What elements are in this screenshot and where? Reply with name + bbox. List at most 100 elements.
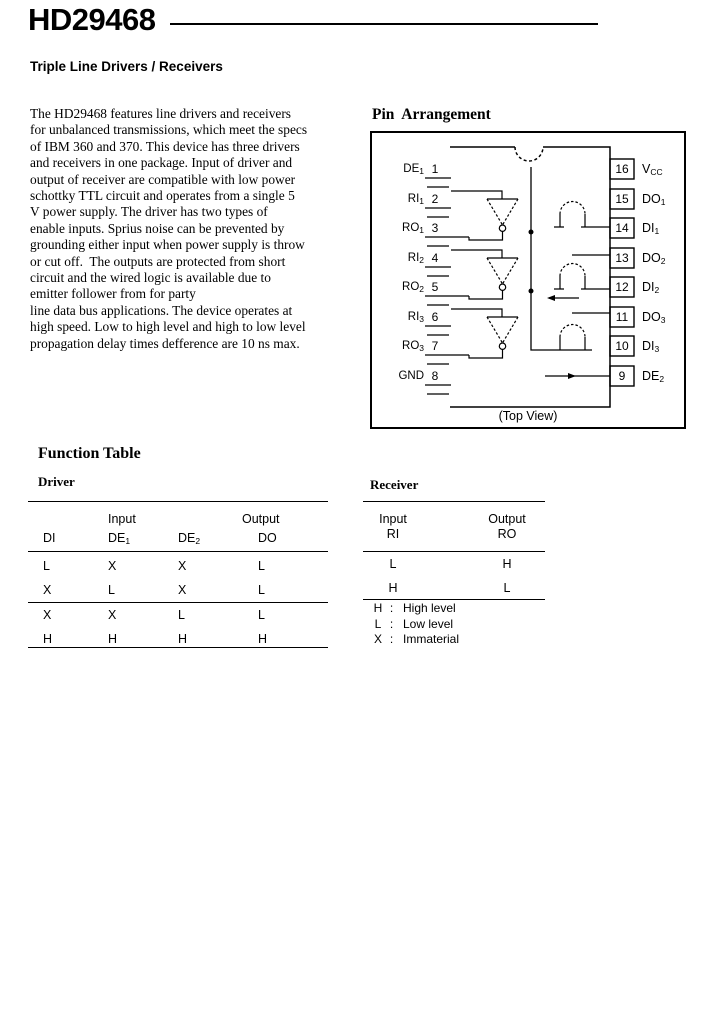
table-rule [363,599,545,600]
table-rule [28,551,328,552]
receiver-table-heading: Receiver [370,477,419,492]
legend-text: High level [403,601,456,615]
driver-group-header: Input Output [28,502,328,530]
input-group-label: Input [379,512,407,526]
input-group-label: Input [108,512,136,526]
right-pin-13: 13 DO2 [610,250,665,266]
table-cell: L [258,583,265,597]
output-group-label: Output [488,512,526,526]
pin-number: 3 [431,221,439,235]
table-cell: X [108,608,117,622]
pin-diagram: DE1 1 RI1 2 RO1 3 RI2 4 RO2 5 RI3 6 RO3 … [370,131,686,429]
driver-gate-2 [554,262,610,290]
table-cell: H [502,557,512,571]
legend-colon: : [389,616,394,631]
table-cell: L [503,581,511,595]
table-cell: X [43,608,52,622]
column-header: DE1 [108,531,131,546]
description-paragraph: The HD29468 features line drivers and re… [30,106,308,351]
table-row: H L [363,576,545,599]
receiver-header: Input Output RI RO [363,502,545,551]
pin-number: 9 [618,369,626,383]
right-pin-11: 11 DO3 [610,309,666,325]
junction-dot [528,288,534,294]
table-row: L X X L [28,552,328,577]
right-pin-15: 15 DO1 [610,191,665,207]
table-cell: H [258,632,268,646]
pin-number: 7 [431,339,439,353]
enable-arrow-left [547,295,579,301]
table-rule [28,647,328,648]
table-cell: L [178,608,185,622]
table-cell: H [43,632,53,646]
title-rule [170,23,598,25]
legend-symbol: H [373,601,383,615]
left-pin-8: GND 8 [384,368,446,384]
output-group-label: Output [242,512,280,526]
legend-row: H : High level [363,601,459,617]
table-cell: L [258,559,265,573]
center-bus [530,167,592,351]
legend-colon: : [389,601,394,615]
table-cell: L [43,559,50,573]
pin-arrangement-heading: Pin Arrangement [372,106,491,123]
pin-number: 12 [615,280,629,294]
table-cell: H [388,581,398,595]
legend-symbol: X [373,632,382,647]
right-pin-10: 10 DI3 [610,338,659,354]
driver-column-headers: DI DE1 DE2 DO [28,530,328,551]
table-rule [28,602,328,603]
right-pin-12: 12 DI2 [610,279,659,295]
right-pin-boxes [609,158,635,387]
legend-row: X : Immaterial [363,632,459,648]
legend-colon: : [389,632,394,647]
table-cell: X [108,559,117,573]
table-cell: H [178,632,188,646]
driver-gate-3 [559,323,586,350]
inverter-gate-3 [451,308,519,359]
left-pin-6: RI3 6 [384,309,446,325]
right-pin-14: 14 DI1 [610,220,659,236]
table-rule [28,501,328,502]
table-cell: H [108,632,118,646]
pin-number: 5 [431,280,439,294]
ic-schematic [425,146,635,408]
legend-text: Low level [403,616,454,631]
table-row: L H [363,552,545,576]
table-row: H H H H [28,625,328,647]
table-cell: L [258,608,265,622]
table-rule [363,551,545,552]
column-header: DE2 [178,531,201,546]
pin-number: 14 [615,221,629,235]
table-cell: L [389,557,397,571]
pin-number: 15 [615,192,629,206]
pin-number: 1 [431,162,439,176]
column-header: DO [258,531,277,545]
pin-number: 11 [615,310,629,324]
legend-symbol: L [374,616,382,631]
column-header: DI [43,531,56,545]
junction-dot [528,229,534,235]
left-pin-1: DE1 1 [384,161,446,177]
pin-number: 16 [615,162,629,176]
legend-text: Immaterial [403,632,460,647]
inverter-gate-2 [451,249,519,300]
driver-table-heading: Driver [38,474,75,489]
table-cell: X [178,583,187,597]
table-rule [363,501,545,502]
pin-number: 8 [431,369,439,383]
pin-number: 4 [431,251,439,265]
inverter-gate-1 [451,190,519,241]
receiver-table: Input Output RI RO L H H L [363,501,545,600]
page-title: HD29468 [28,2,156,37]
left-pin-2: RI1 2 [384,191,446,207]
table-cell: X [178,559,187,573]
function-table-heading: Function Table [38,445,141,462]
column-header: RO [497,527,517,541]
column-header: RI [386,527,400,541]
pin-number: 2 [431,192,439,206]
pin-number: 6 [431,310,439,324]
pin-number: 13 [615,251,629,265]
table-row: X X L L [28,603,328,625]
left-pin-7: RO3 7 [384,338,446,354]
